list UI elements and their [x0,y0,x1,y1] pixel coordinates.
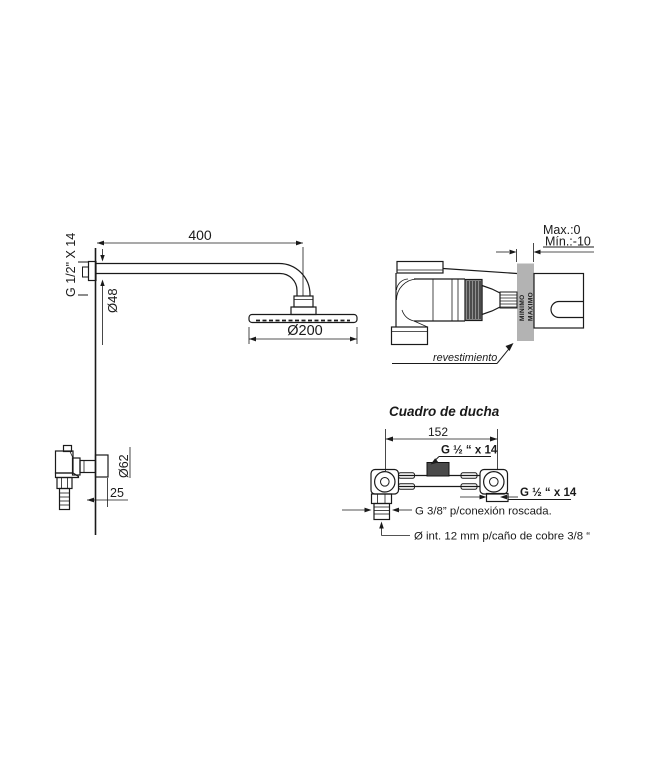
wall-finish-callout [392,343,514,364]
dim-frame-width [385,429,498,471]
dim-arm-length [97,240,304,296]
frame-thread-right-callout [460,494,571,500]
dim-label-arm-length: 400 [188,227,212,243]
dim-label-frame-width: 152 [428,425,448,439]
dim-flange-dia [100,249,105,345]
label-frame-thread-right: G ½ “ x 14 [520,487,577,499]
frame-assembly [370,462,509,521]
label-stem-maximo: MAXIMO [528,292,535,321]
frame-thread-top-callout [430,456,491,465]
wall-valve [54,444,109,511]
shower-arm [82,260,317,316]
section-sleeve [533,272,585,329]
dim-wall-depth [496,243,594,262]
dim-head-dia [248,327,358,344]
label-wall-finish: revestimiento [433,352,497,364]
dim-valve-offset [87,478,128,507]
frame-connection-callout [342,507,412,513]
label-min-depth: Mín.:-10 [545,235,591,249]
frame-section-title: Cuadro de ducha [389,404,500,419]
section-valve-body [390,260,518,346]
label-frame-pipe: Ø int. 12 mm p/caño de cobre 3/8 “ [414,531,590,543]
dim-label-head-dia: Ø200 [287,323,322,339]
dim-arm-thread [78,261,88,296]
dim-label-flange-dia: Ø48 [105,288,120,313]
label-max-depth: Max.:0 [543,223,581,237]
label-frame-thread-top: G ½ “ x 14 [441,445,498,457]
section-wall-band [517,263,534,341]
frame-pipe-callout [379,521,410,536]
dim-label-valve-offset: 25 [110,486,124,500]
label-stem-minimo: MINIMO [519,294,526,321]
dim-label-arm-thread: G 1/2" X 14 [64,233,78,297]
shower-head [248,313,358,324]
dim-label-valve-dia: Ø62 [117,454,131,478]
label-frame-connection: G 3/8” p/conexión roscada. [415,506,552,518]
